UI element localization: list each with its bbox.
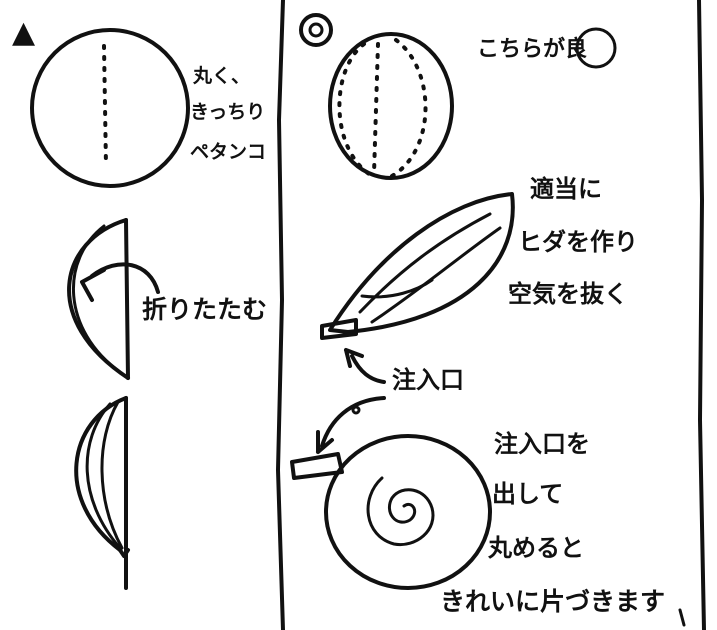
double-circle-mark-outer: [299, 13, 333, 47]
fold-note: 折りたたむ: [142, 295, 267, 324]
good-note-circle: [575, 27, 617, 69]
pleat-line-2: [370, 226, 502, 324]
half-fold-inner-curve: [71, 224, 122, 374]
valve-arrow-icon: [344, 348, 364, 368]
folded-tip: [118, 548, 130, 558]
good-note: こちらが良: [477, 36, 587, 62]
roll-arrow-icon: [316, 430, 334, 454]
roll-note-line-3: 丸めると: [487, 534, 584, 562]
flat-ball-seam: [102, 44, 108, 168]
corner-tick: [678, 608, 686, 627]
round-ball-seam-center: [372, 42, 380, 176]
roll-outline: [324, 434, 492, 590]
round-ball-seam-right: [390, 38, 428, 178]
round-ball-outline: [328, 32, 454, 180]
pleat-line-3: [360, 278, 434, 299]
pleat-note-line-3: 空気を抜く: [508, 280, 628, 308]
folded-fold-line-1: [85, 402, 122, 550]
roll-arrow-shaft: [320, 396, 386, 448]
pleat-note-line-1: 適当に: [530, 175, 602, 203]
center-divider: [276, 0, 285, 630]
triangle-mark: ▲: [12, 15, 35, 50]
fold-arrow-icon: [80, 268, 106, 302]
bad-note-line-1: 丸く、: [192, 65, 250, 87]
roll-valve: [290, 452, 344, 480]
right-border: [697, 0, 706, 630]
roll-note-line-2: 出して: [492, 480, 563, 508]
flat-ball-circle: [30, 28, 190, 188]
round-ball-seam-left: [337, 42, 374, 178]
pleated-body-outline: [328, 192, 515, 334]
pleated-valve: [320, 318, 358, 340]
folded-fold-line-2: [100, 400, 124, 550]
valve-arrow-shaft: [350, 354, 386, 384]
roll-note-line-4: きれいに片づきます: [440, 587, 665, 616]
roll-spiral: [366, 476, 435, 547]
roll-arrow-tail: [351, 405, 361, 415]
double-circle-mark-inner: [308, 22, 324, 38]
roll-note-line-1: 注入口を: [494, 430, 590, 458]
bad-note-line-3: ペタンコ: [190, 141, 266, 163]
bad-note-line-2: きっちり: [190, 101, 265, 123]
valve-note: 注入口: [392, 366, 464, 394]
half-fold-straight-edge: [124, 218, 130, 380]
pleat-note-line-2: ヒダを作り: [518, 228, 638, 256]
